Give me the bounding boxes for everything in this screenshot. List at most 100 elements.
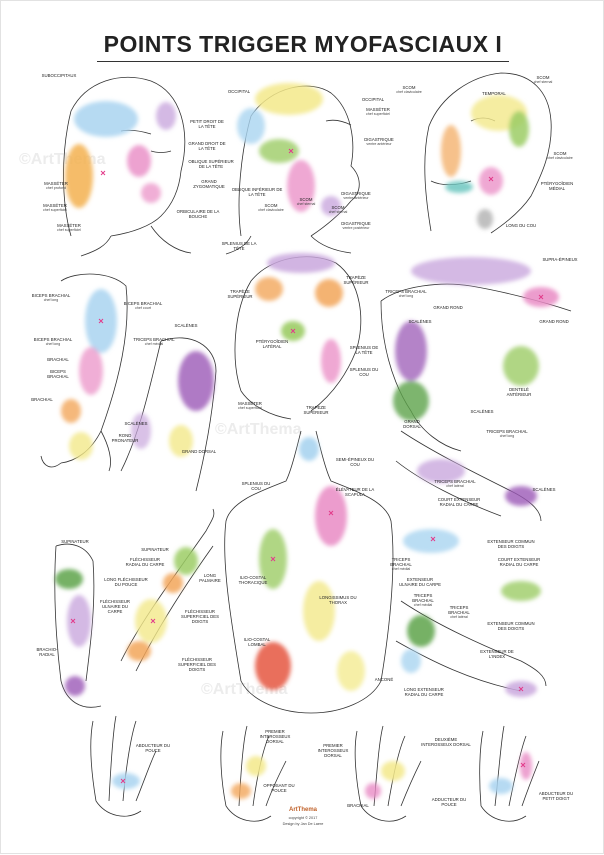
muscle-label: GRAND ZYGOMATIQUE	[193, 179, 225, 189]
zone-opponens	[231, 783, 251, 799]
zone-little-finger	[520, 752, 532, 780]
muscle-label: SCALÈNES	[532, 487, 556, 492]
muscle-label: FLÉCHISSEUR RADIAL DU CARPE	[125, 557, 165, 567]
zone-levator	[315, 486, 347, 546]
muscle-label: FLÉCHISSEUR SUPERFICIEL DES DOIGTS	[177, 657, 217, 672]
zone-ulnar-flexor	[67, 595, 91, 647]
muscle-label: LONG DU COU	[505, 223, 537, 228]
zone-temple	[156, 102, 176, 130]
muscle-label: PETIT DROIT DE LA TÊTE	[190, 119, 224, 129]
zone-zygomatic	[127, 145, 151, 177]
zone-triceps-long	[395, 321, 427, 381]
zone-triceps-lateral	[417, 459, 465, 483]
muscle-label: SUPINATEUR	[61, 539, 89, 544]
title-underline	[97, 61, 509, 62]
muscle-label: DENTELÉ ANTÉRIEUR	[506, 387, 532, 397]
muscle-label: ABDUCTEUR DU POUCE	[135, 743, 171, 753]
zone-brachial-hand	[365, 783, 381, 799]
zone-hand-purple	[505, 486, 537, 506]
zone-trapezius-left	[255, 277, 283, 301]
hands-zones	[112, 752, 532, 799]
forearm-front-zones	[55, 569, 91, 696]
forearm-front-figure	[54, 543, 102, 708]
muscle-label: LONG PALMAIRE	[199, 573, 221, 583]
zone-digastric	[321, 196, 341, 216]
muscle-label: OCCIPITAL	[227, 89, 251, 94]
muscle-label: FLÉCHISSEUR ULNAIRE DU CARPE	[99, 599, 131, 614]
forearm-flexor-zones	[127, 547, 198, 661]
zone-radial-flexor	[174, 547, 198, 575]
head-side-figure	[225, 85, 360, 255]
zone-long-palmar	[163, 573, 183, 593]
arm-back-zones	[131, 351, 214, 457]
zone-supinator	[55, 569, 83, 589]
zone-ulnar-extensor	[501, 581, 541, 601]
muscle-label: BICEPS BRACHIAL	[47, 369, 69, 379]
zone-thumb-abductor	[112, 773, 140, 789]
head-side-zones	[237, 83, 341, 216]
muscle-label: PREMIER INTEROSSEUX DORSAL	[259, 729, 291, 744]
zone-brachialis-low	[61, 399, 81, 423]
muscle-label: OBLIQUE SUPÉRIEUR DE LA TÊTE	[188, 159, 234, 169]
zone-forearm	[69, 432, 93, 460]
muscle-label: TRAPÈZE SUPÉRIEUR	[343, 275, 369, 285]
zone-superficial-flexor-low	[127, 641, 151, 661]
zone-splenius-neck	[321, 339, 341, 383]
muscle-label: ABDUCTEUR DU PETIT DOIGT	[538, 791, 574, 801]
zone-longissimus	[303, 581, 335, 641]
muscle-label: GRAND DROIT DE LA TÊTE	[188, 141, 226, 151]
zone-triceps-medial	[178, 351, 214, 411]
muscle-label: PREMIER INTEROSSEUX DORSAL	[317, 743, 349, 758]
zone-longus-colli	[477, 209, 493, 229]
zone-triceps-medial-2	[407, 615, 435, 647]
head-front-zones	[65, 101, 176, 208]
muscle-label: ROND PRONATEUR	[111, 433, 139, 443]
muscle-label: PTÉRYGOÏDIEN MÉDIAL	[540, 181, 574, 191]
head-neck-side-figure	[234, 256, 362, 420]
zone-first-interosseous	[246, 756, 266, 776]
muscle-label: ORBICULAIRE DE LA BOUCHE	[176, 209, 220, 219]
muscle-label: EXTENSEUR ULNAIRE DU CARPE	[398, 577, 442, 587]
watermark: ©ArtThema	[215, 421, 302, 438]
muscle-label: ANCONÉ	[374, 677, 394, 682]
zone-orbicularis	[141, 183, 161, 203]
muscle-label: GRAND ROND	[539, 319, 569, 324]
zone-teeth	[445, 181, 473, 193]
zone-semispinalis	[299, 437, 319, 461]
muscle-label: OCCIPITAL	[361, 97, 385, 102]
muscle-label: TRAPÈZE SUPÉRIEUR	[303, 405, 329, 415]
muscle-label: DEUXIÈME INTEROSSEUX DORSAL	[421, 737, 471, 747]
zone-iliocostal-lumbar	[255, 642, 291, 690]
head-profile-zones	[441, 95, 529, 229]
muscle-label: SUPRA-ÉPINEUX	[542, 257, 578, 262]
arm-extensor-zones	[417, 459, 537, 506]
muscle-label: OBLIQUE INFÉRIEUR DE LA TÊTE	[231, 187, 283, 197]
muscle-label: SPLENIUS DU COU	[241, 481, 271, 491]
muscle-label: BRACHIAL	[347, 803, 369, 808]
muscle-label: SCALÈNES	[470, 409, 494, 414]
credit-design: Design by Jan De Laere	[282, 822, 324, 826]
muscle-label: BRACHIAL	[47, 357, 69, 362]
head-neck-side-zones	[255, 253, 343, 383]
muscle-label: SCALÈNES	[124, 421, 148, 426]
muscle-label: LONG FLÉCHISSEUR DU POUCE	[104, 577, 148, 587]
back-torso-zones	[255, 437, 365, 691]
zone-latissimus	[393, 381, 429, 421]
